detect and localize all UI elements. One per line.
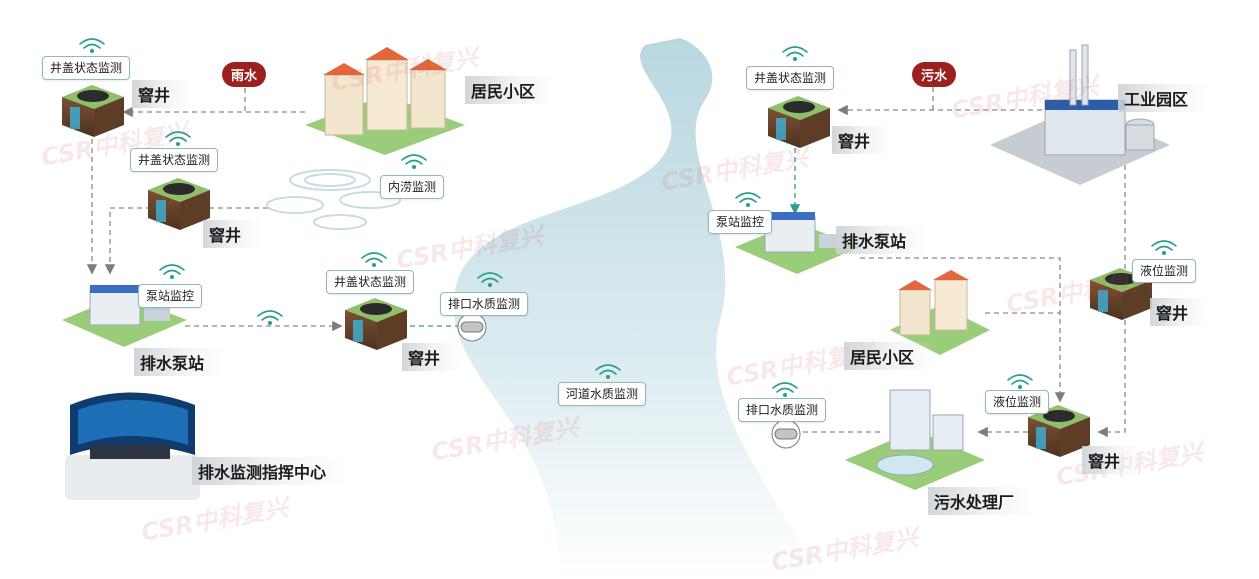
signal-icon — [470, 266, 510, 288]
tag-waterlogging: 内涝监测 — [380, 175, 444, 199]
tag-pump-monitor-right: 泵站监控 — [708, 210, 772, 234]
signal-icon — [394, 148, 434, 170]
label-manhole-5: 窨井 — [1150, 298, 1210, 326]
signal-icon — [775, 40, 815, 62]
label-pump-station-right: 排水泵站 — [836, 226, 928, 254]
label-manhole-3: 窨井 — [402, 343, 462, 371]
sewage-badge: 污水 — [912, 62, 956, 87]
signal-icon — [765, 376, 805, 398]
label-industrial-park: 工业园区 — [1118, 84, 1210, 112]
signal-icon — [728, 186, 768, 208]
manhole-block-2 — [148, 178, 210, 230]
command-center — [65, 393, 200, 501]
signal-icon — [588, 358, 628, 380]
label-residential-right: 居民小区 — [844, 342, 936, 370]
tag-cover-monitor-2: 井盖状态监测 — [130, 148, 218, 172]
tag-cover-monitor-1: 井盖状态监测 — [42, 56, 130, 80]
label-manhole-4: 窨井 — [832, 126, 892, 154]
signal-icon — [158, 125, 198, 147]
tag-cover-monitor-4: 井盖状态监测 — [746, 66, 834, 90]
tag-cover-monitor-3: 井盖状态监测 — [326, 270, 414, 294]
outfall-pipe-left — [458, 313, 486, 341]
signal-icon — [1144, 234, 1184, 256]
tag-outfall-quality-left: 排口水质监测 — [440, 292, 528, 316]
label-treatment-plant: 污水处理厂 — [928, 487, 1036, 515]
signal-icon — [152, 258, 192, 280]
tag-level-monitor-1: 液位监测 — [1132, 259, 1196, 283]
industrial-park — [990, 45, 1170, 185]
tag-river-quality: 河道水质监测 — [558, 382, 646, 406]
label-residential-left: 居民小区 — [465, 76, 557, 104]
label-manhole-2: 窨井 — [203, 220, 263, 248]
label-pump-station-left: 排水泵站 — [134, 348, 226, 376]
label-manhole-6: 窨井 — [1082, 446, 1142, 474]
tag-outfall-quality-right: 排口水质监测 — [738, 398, 826, 422]
rain-badge: 雨水 — [222, 62, 266, 87]
tag-level-monitor-2: 液位监测 — [985, 390, 1049, 414]
signal-icon — [72, 32, 112, 54]
treatment-plant — [845, 390, 985, 490]
signal-icon — [1000, 368, 1040, 390]
label-command-center: 排水监测指挥中心 — [192, 457, 348, 485]
outfall-pipe-right — [772, 420, 800, 448]
tag-pump-monitor-left: 泵站监控 — [138, 284, 202, 308]
signal-icon — [250, 304, 290, 326]
signal-icon — [354, 246, 394, 268]
manhole-block-3 — [345, 298, 407, 350]
label-manhole-1: 窨井 — [132, 80, 192, 108]
